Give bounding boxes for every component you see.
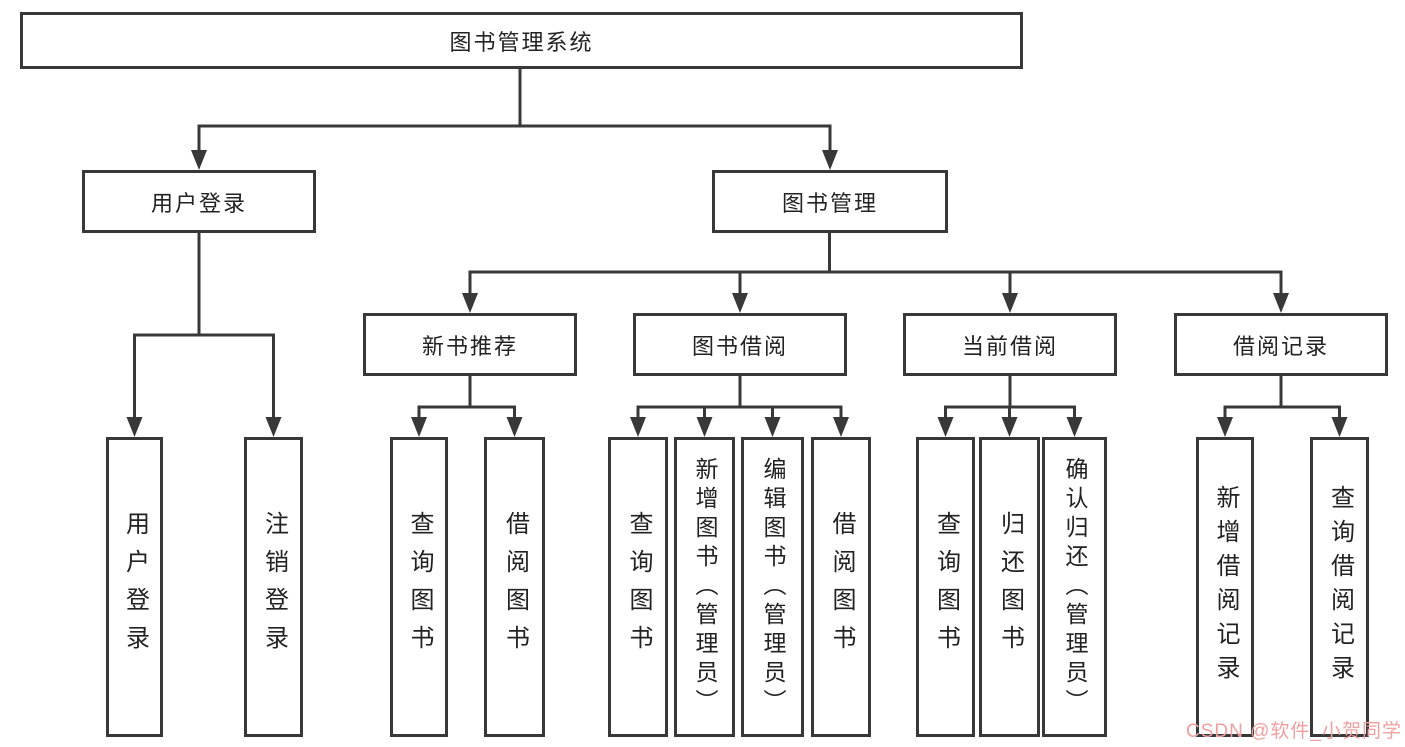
node-leaf-add-books-admin: 新增图书（管理员） <box>674 437 735 737</box>
node-current-borrowing: 当前借阅 <box>903 313 1117 376</box>
node-leaf-confirm-return-admin: 确认归还（管理员） <box>1042 437 1107 737</box>
node-user-login: 用户登录 <box>82 170 316 233</box>
leaf-label: 新增图书（管理员） <box>692 456 718 718</box>
node-borrowing-records: 借阅记录 <box>1174 313 1388 376</box>
node-new-book-recommendation: 新书推荐 <box>363 313 577 376</box>
leaf-label: 注销登录 <box>260 511 288 663</box>
csdn-watermark: CSDN @软件_小贺同学 <box>1186 721 1402 742</box>
node-leaf-logout: 注销登录 <box>244 437 303 737</box>
node-leaf-user-login: 用户登录 <box>106 437 163 737</box>
node-leaf-query-borrow-record: 查询借阅记录 <box>1310 437 1369 737</box>
leaf-label: 新增借阅记录 <box>1212 485 1239 689</box>
leaf-label: 借阅图书 <box>828 511 855 663</box>
leaf-label: 编辑图书（管理员） <box>760 456 786 718</box>
node-leaf-add-borrow-record: 新增借阅记录 <box>1196 437 1254 737</box>
leaf-label: 查询借阅记录 <box>1326 485 1354 689</box>
node-leaf-borrow-books: 借阅图书 <box>811 437 871 737</box>
leaf-label: 查询图书 <box>932 511 960 663</box>
leaf-label: 查询图书 <box>406 511 433 663</box>
node-leaf-edit-books-admin: 编辑图书（管理员） <box>741 437 804 737</box>
leaf-label: 确认归还（管理员） <box>1062 456 1088 718</box>
node-leaf-query-books-rec: 查询图书 <box>390 437 448 737</box>
node-book-management: 图书管理 <box>712 170 948 233</box>
leaf-label: 查询图书 <box>625 511 652 663</box>
leaf-label: 归还图书 <box>996 511 1024 663</box>
leaf-label: 用户登录 <box>121 511 149 663</box>
node-book-borrowing: 图书借阅 <box>633 313 847 376</box>
node-leaf-query-books-borrow: 查询图书 <box>608 437 668 737</box>
node-leaf-borrow-books-rec: 借阅图书 <box>484 437 545 737</box>
node-library-management-system: 图书管理系统 <box>20 12 1023 69</box>
node-leaf-return-books: 归还图书 <box>979 437 1040 737</box>
leaf-label: 借阅图书 <box>501 511 529 663</box>
node-leaf-query-books-current: 查询图书 <box>916 437 975 737</box>
